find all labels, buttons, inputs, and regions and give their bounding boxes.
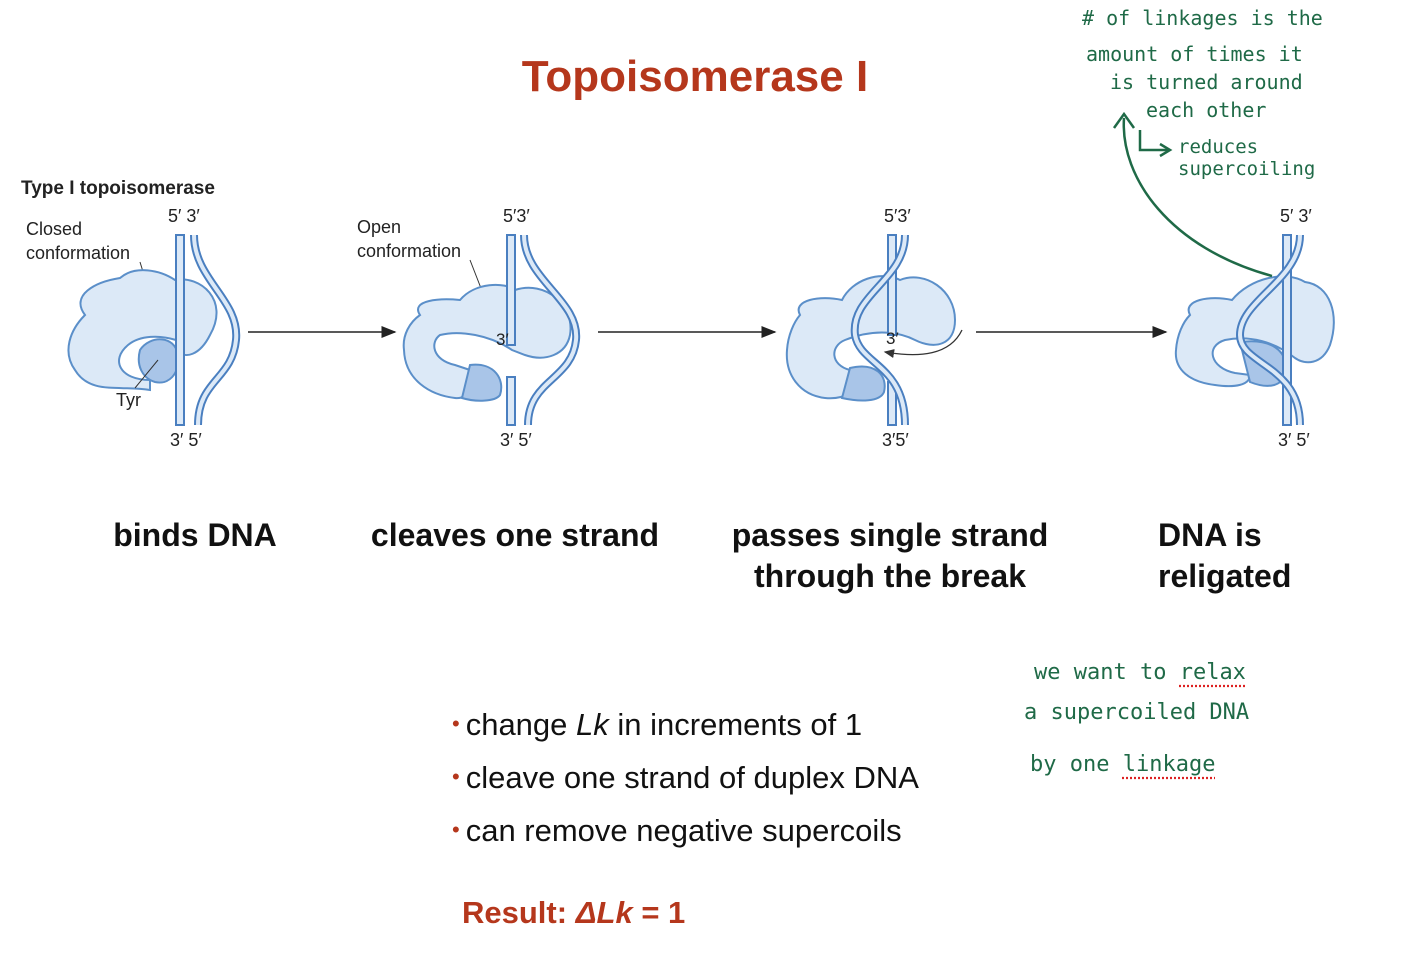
open-label-2: conformation xyxy=(357,241,461,261)
step-caption-line: through the break xyxy=(753,558,1026,594)
handwritten-note-line: is turned around xyxy=(1110,70,1303,94)
panel-bottom-label: 3′ 5′ xyxy=(1278,430,1310,450)
panel-top-label: 5′3′ xyxy=(884,206,911,226)
step-caption: passes single strand through the break xyxy=(705,515,1075,597)
step-caption-line: DNA is xyxy=(1158,517,1262,553)
step-caption-line: passes single strand xyxy=(731,517,1049,553)
panel-bottom-label: 3′5′ xyxy=(882,430,909,450)
handwritten-arrow xyxy=(1112,111,1273,278)
panel-bottom-label: 3′ 5′ xyxy=(500,430,532,450)
dna-strand xyxy=(506,234,516,346)
tyr-domain xyxy=(460,363,503,402)
handwritten-note-line: # of linkages is the xyxy=(1082,6,1323,30)
step-caption: DNA is religated xyxy=(1158,515,1358,597)
closed-label: Closed xyxy=(26,219,82,239)
topoisomerase-diagram: Type I topoisomerase Closed conformation… xyxy=(21,178,1335,450)
result-line: Result: ΔLk = 1 xyxy=(462,895,686,930)
panel-bottom-label: 3′ 5′ xyxy=(170,430,202,450)
bullet-icon: • xyxy=(452,817,460,842)
panel-passage: 3′ 5′3′ 3′5′ xyxy=(785,206,963,450)
panel-closed: Closed conformation Tyr 5′ 3′ 3′ 5′ xyxy=(26,206,241,450)
handwritten-note-line: a supercoiled DNA xyxy=(1024,700,1250,725)
dna-strand xyxy=(1282,234,1292,426)
bullet-item: •change Lk in increments of 1 xyxy=(452,707,863,742)
open-label: Open xyxy=(357,217,401,237)
handwritten-note-line: amount of times it xyxy=(1086,42,1303,66)
bullet-icon: • xyxy=(452,764,460,789)
dna-strand xyxy=(887,234,897,336)
bullet-list: •change Lk in increments of 1 •cleave on… xyxy=(452,700,919,859)
three-prime-label: 3′ xyxy=(886,329,899,348)
tyr-label: Tyr xyxy=(116,390,141,410)
dna-strand xyxy=(175,234,185,426)
panel-top-label: 5′ 3′ xyxy=(1280,206,1312,226)
closed-label-2: conformation xyxy=(26,243,130,263)
step-caption-line: cleaves one strand xyxy=(370,517,660,553)
bullet-item: •can remove negative supercoils xyxy=(452,813,902,848)
bullet-item: •cleave one strand of duplex DNA xyxy=(452,760,919,795)
bullet-icon: • xyxy=(452,711,460,736)
dna-strand xyxy=(506,376,516,426)
three-prime-label: 3′ xyxy=(496,330,509,349)
step-caption-line: binds DNA xyxy=(113,517,277,553)
panel-top-label: 5′ 3′ xyxy=(168,206,200,226)
page-title: Topoisomerase I xyxy=(521,52,869,101)
panel-top-label: 5′3′ xyxy=(503,206,530,226)
panel-open: Open conformation 3′ 5′3′ 3′ 5′ xyxy=(357,206,581,450)
figure-heading: Type I topoisomerase xyxy=(21,178,215,199)
handwritten-note-line: each other xyxy=(1146,98,1267,122)
step-caption-line: religated xyxy=(1158,558,1292,594)
handwritten-note-line: we want to relax xyxy=(1034,660,1246,685)
handwritten-note-line: by one linkage xyxy=(1030,752,1216,777)
panel-religated: 5′ 3′ 3′ 5′ xyxy=(1174,206,1335,450)
protein-shape xyxy=(402,283,572,400)
tyr-domain xyxy=(840,365,886,402)
step-caption: binds DNA xyxy=(90,515,300,556)
step-caption: cleaves one strand xyxy=(350,515,680,556)
handwritten-note-line: reduces supercoiling xyxy=(1178,136,1316,180)
